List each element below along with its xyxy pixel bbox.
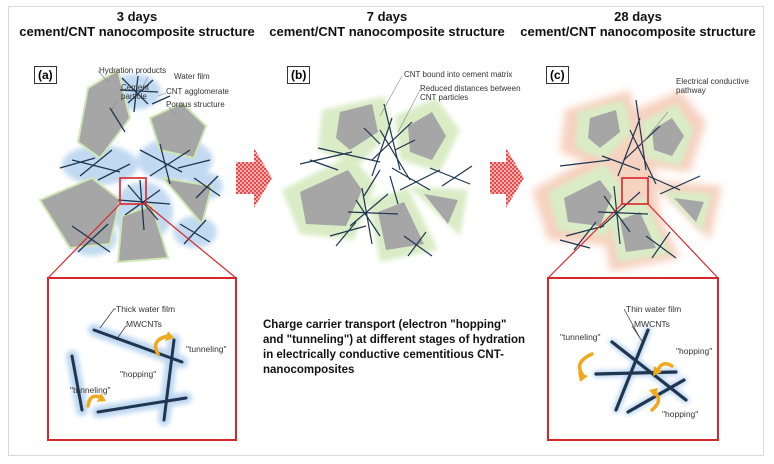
pointer-lines-zoom-left [99,308,127,341]
label-hydration-products: Hydration products [99,66,167,75]
panel-label-c: (c) [546,66,569,84]
zoom-box-left [47,277,237,441]
stage-subtitle: cement/CNT nanocomposite structure [269,24,505,39]
pointer-lines-c [639,111,669,147]
label-cnt-agglomerate: CNT agglomerate [166,87,229,96]
pointer-lines-zoom-right [623,308,645,345]
label-conductive-pathway: Electrical conductive pathway [676,77,749,95]
stage-subtitle: cement/CNT nanocomposite structure [19,24,255,39]
label-water-film: Water film [174,72,210,81]
stage-title-3-days: 3 days cement/CNT nanocomposite structur… [12,9,262,39]
label-tunneling-bottom: "tunneling" [70,385,111,395]
cement-particles [38,68,214,264]
label-thick-water-film: Thick water film [116,304,176,314]
pointer-lines-b [379,75,421,133]
transport-arrowheads-left [97,331,174,402]
stage-days: 28 days [614,9,662,24]
label-hopping-bottom-right: "hopping" [662,409,699,419]
label-thin-water-film: Thin water film [626,304,682,314]
zoom-region-c [621,177,649,205]
label-mwcnts-right: MWCNTs [634,319,670,329]
pointer-lines-a [97,70,176,116]
cnt-fibers [299,103,473,257]
zoom-region-a [119,177,147,205]
stage-days: 3 days [116,9,158,24]
panel-c-structure [532,90,722,272]
stage-days: 7 days [366,9,408,24]
label-tunneling-top: "tunneling" [186,344,227,354]
stage-title-28-days: 28 days cement/CNT nanocomposite structu… [512,9,764,39]
panel-a-structure [38,68,223,264]
figure-frame [8,6,764,456]
cement-particles [564,110,704,252]
zoom-box-right [547,277,719,441]
transport-arrowheads-right [578,366,662,397]
label-cement-particle: Cement particle [121,83,150,101]
mwcnt-tubes-left [70,328,188,422]
zoom-connectors [47,203,719,279]
panel-b-structure [282,75,473,262]
label-cnt-bound: CNT bound into cement matrix [404,70,513,79]
transition-arrow-1 [236,148,272,208]
stage-title-7-days: 7 days cement/CNT nanocomposite structur… [262,9,512,39]
panel-label-a: (a) [34,66,57,84]
label-mwcnts-left: MWCNTs [126,319,162,329]
label-porous-structure: Porous structure [166,100,225,109]
label-hopping-left: "hopping" [120,369,157,379]
label-tunneling-right: "tunneling" [560,332,601,342]
cnt-fibers [59,75,221,253]
transition-arrow-2 [490,148,524,208]
panel-label-b: (b) [287,66,311,84]
stage-subtitle: cement/CNT nanocomposite structure [520,24,756,39]
cnt-fibers [559,99,701,259]
label-reduced-distances: Reduced distances between CNT particles [420,84,521,102]
center-caption: Charge carrier transport (electron "hopp… [263,319,525,376]
label-hopping-top-right: "hopping" [676,346,713,356]
